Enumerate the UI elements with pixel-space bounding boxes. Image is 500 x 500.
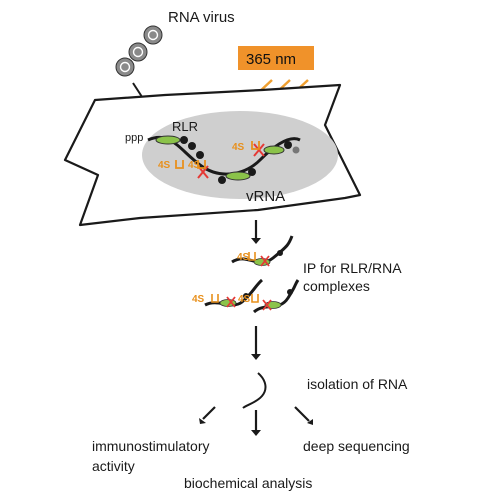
4s-label: 4S xyxy=(232,142,245,153)
4s-label: 4S xyxy=(238,294,251,305)
isolated-rna-strand xyxy=(242,372,267,409)
cytoplasm-region xyxy=(142,111,338,199)
4s-label: 4S xyxy=(237,252,250,263)
4s-label: 4S xyxy=(188,160,201,171)
immuno-label-line1: immunostimulatory xyxy=(92,438,209,454)
output-arrows xyxy=(202,406,310,432)
virus-particles xyxy=(115,25,163,77)
ip-label-line1: IP for RLR/RNA xyxy=(303,260,402,276)
4s-label: 4S xyxy=(158,160,171,171)
arrowhead-icon xyxy=(251,430,261,436)
arrowhead-icon xyxy=(251,354,261,360)
virus-particle xyxy=(143,25,163,45)
ip-complexes xyxy=(204,235,300,314)
uv-badge xyxy=(238,46,314,70)
deep-sequencing-label: deep sequencing xyxy=(303,438,410,454)
thiouridine-markers-cell xyxy=(175,141,260,169)
ip-label-line2: complexes xyxy=(303,278,370,294)
uv-label: 365 nm xyxy=(246,51,296,68)
virus-particle xyxy=(115,57,135,77)
rlr-protein xyxy=(225,171,251,181)
4s-label: 4S xyxy=(192,294,205,305)
biochemical-label: biochemical analysis xyxy=(184,475,312,491)
virus-label: RNA virus xyxy=(168,9,235,26)
vrna-label: vRNA xyxy=(246,188,285,205)
isolation-label: isolation of RNA xyxy=(307,376,408,392)
process-arrow xyxy=(294,406,310,422)
rlr-protein xyxy=(155,135,181,145)
immuno-label-line2: activity xyxy=(92,458,135,474)
rlr-rna-complex xyxy=(147,135,301,184)
ppp-label: ppp xyxy=(125,132,143,144)
arrowhead-icon xyxy=(251,238,261,244)
rlr-protein xyxy=(263,145,285,155)
rlr-label: RLR xyxy=(172,119,198,134)
virus-particle xyxy=(128,42,148,62)
arrowhead-icon xyxy=(199,418,206,424)
process-arrow xyxy=(202,406,216,420)
arrowhead-icon xyxy=(307,419,313,425)
